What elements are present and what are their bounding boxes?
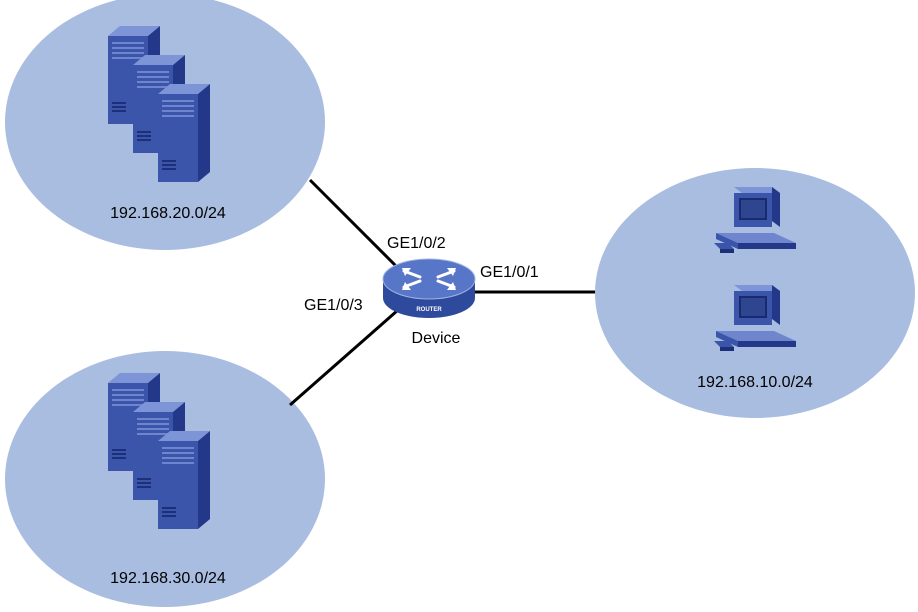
interface-label-ge1-0-3: GE1/0/3	[304, 297, 363, 314]
router-badge: ROUTER	[416, 307, 442, 313]
device-label: Device	[412, 330, 461, 347]
subnet-label-right: 192.168.10.0/24	[697, 374, 813, 391]
router-icon: ROUTER	[382, 258, 476, 318]
link-ge1-0-3	[289, 308, 399, 407]
subnet-label-bottom-left: 192.168.30.0/24	[110, 570, 226, 587]
interface-label-ge1-0-2: GE1/0/2	[387, 235, 446, 252]
subnet-label-top-left: 192.168.20.0/24	[110, 205, 226, 222]
interface-label-ge1-0-1: GE1/0/1	[480, 264, 539, 281]
link-ge1-0-2	[308, 178, 400, 270]
